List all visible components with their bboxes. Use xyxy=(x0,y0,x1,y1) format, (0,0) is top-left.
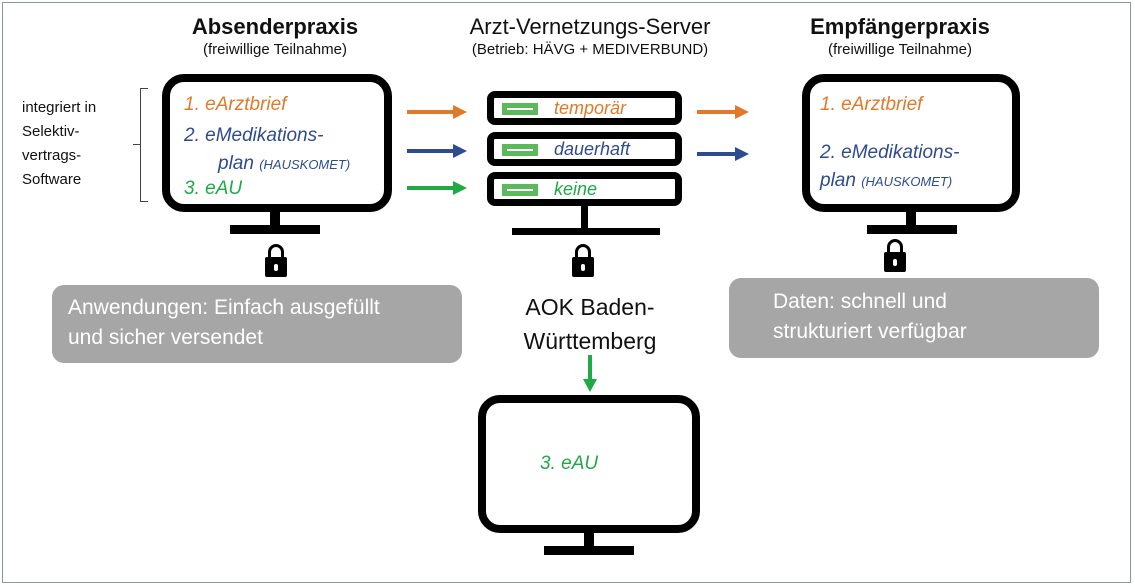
sender-item-emedikationsplan-line2: plan (HAUSKOMET) xyxy=(218,153,350,176)
receiver-monitor-base xyxy=(867,225,957,234)
sender-monitor xyxy=(162,74,392,212)
receiver-lock-icon xyxy=(884,239,906,272)
arrow-orange-icon xyxy=(697,105,749,119)
arrow-orange-icon xyxy=(407,105,467,119)
receiver-monitor xyxy=(802,74,1020,212)
server-slot-keine: keine xyxy=(487,172,682,206)
arrow-green-icon xyxy=(407,181,467,195)
receiver-title: Empfängerpraxis xyxy=(810,14,990,39)
receiver-item-earztbrief: 1. eArztbrief xyxy=(820,94,923,115)
sender-info-line: Anwendungen: Einfach ausgefüllt xyxy=(68,296,380,319)
integration-note-line: integriert in xyxy=(22,99,97,116)
sender-title: Absenderpraxis xyxy=(191,14,359,39)
arrow-down-green-icon xyxy=(583,355,597,392)
sender-item-emedikationsplan: 2. eMedikations- xyxy=(184,125,324,146)
server-stand-base xyxy=(512,228,660,235)
arrows-sender-to-server xyxy=(407,105,467,195)
integration-note-line: Software xyxy=(22,171,82,188)
receiver-info-box: Daten: schnell und strukturiert verfügba… xyxy=(729,278,1099,358)
aok-monitor-neck xyxy=(584,531,594,549)
aok-label: AOK Baden- Württemberg xyxy=(500,290,680,358)
server-slot-label: keine xyxy=(554,179,598,199)
sender-info-box: Anwendungen: Einfach ausgefüllt und sich… xyxy=(52,285,462,363)
sender-item-eau: 3. eAU xyxy=(184,178,243,199)
server-subtitle: (Betrieb: HÄVG + MEDIVERBUND) xyxy=(471,41,709,58)
receiver-plan-label: plan xyxy=(820,170,856,191)
integration-bracket-tip xyxy=(133,144,141,145)
receiver-info-line: Daten: schnell und xyxy=(773,290,947,313)
sender-item-earztbrief: 1. eArztbrief xyxy=(184,94,287,115)
server-chip-icon xyxy=(502,184,538,196)
receiver-header: Empfängerpraxis (freiwillige Teilnahme) xyxy=(780,14,1020,60)
aok-monitor-base xyxy=(544,546,634,555)
integration-note-line: vertrags- xyxy=(22,147,82,164)
arrows-server-to-receiver xyxy=(697,105,749,161)
sender-info-line: und sicher versendet xyxy=(68,326,263,349)
server-lock-icon xyxy=(572,244,594,277)
aok-label-line: AOK Baden- xyxy=(525,294,655,320)
aok-item-eau: 3. eAU xyxy=(540,453,599,474)
arrow-blue-icon xyxy=(407,144,467,158)
sender-monitor-neck xyxy=(270,210,280,228)
integration-note: integriert in Selektiv- vertrags- Softwa… xyxy=(22,96,96,192)
server-slot-label: dauerhaft xyxy=(554,139,631,159)
receiver-info-line: strukturiert verfügbar xyxy=(773,320,967,343)
server-header: Arzt-Vernetzungs-Server (Betrieb: HÄVG +… xyxy=(430,14,750,60)
receiver-item-emedikationsplan-line2: plan (HAUSKOMET) xyxy=(820,170,952,193)
arrow-blue-icon xyxy=(697,147,749,161)
server-slot-label: temporär xyxy=(554,98,627,118)
receiver-hauskomet-label: (HAUSKOMET) xyxy=(861,174,953,189)
sender-header: Absenderpraxis (freiwillige Teilnahme) xyxy=(150,14,400,60)
server-title: Arzt-Vernetzungs-Server xyxy=(469,14,711,39)
sender-plan-label: plan xyxy=(218,153,254,174)
server-stand-neck xyxy=(581,205,588,229)
receiver-monitor-neck xyxy=(906,210,916,228)
integration-note-line: Selektiv- xyxy=(22,123,80,140)
sender-hauskomet-label: (HAUSKOMET) xyxy=(259,157,351,172)
server-slot-dauerhaft: dauerhaft xyxy=(487,132,682,166)
sender-subtitle: (freiwillige Teilnahme) xyxy=(203,41,347,58)
sender-lock-icon xyxy=(265,244,287,277)
integration-bracket xyxy=(140,88,153,202)
server-chip-icon xyxy=(502,144,538,156)
server-slot-temporaer: temporär xyxy=(487,91,682,125)
receiver-item-emedikationsplan: 2. eMedikations- xyxy=(820,142,960,163)
receiver-subtitle: (freiwillige Teilnahme) xyxy=(828,41,972,58)
server-chip-icon xyxy=(502,103,538,115)
aok-label-line: Württemberg xyxy=(523,328,657,354)
aok-monitor xyxy=(478,395,700,533)
sender-monitor-base xyxy=(230,225,320,234)
